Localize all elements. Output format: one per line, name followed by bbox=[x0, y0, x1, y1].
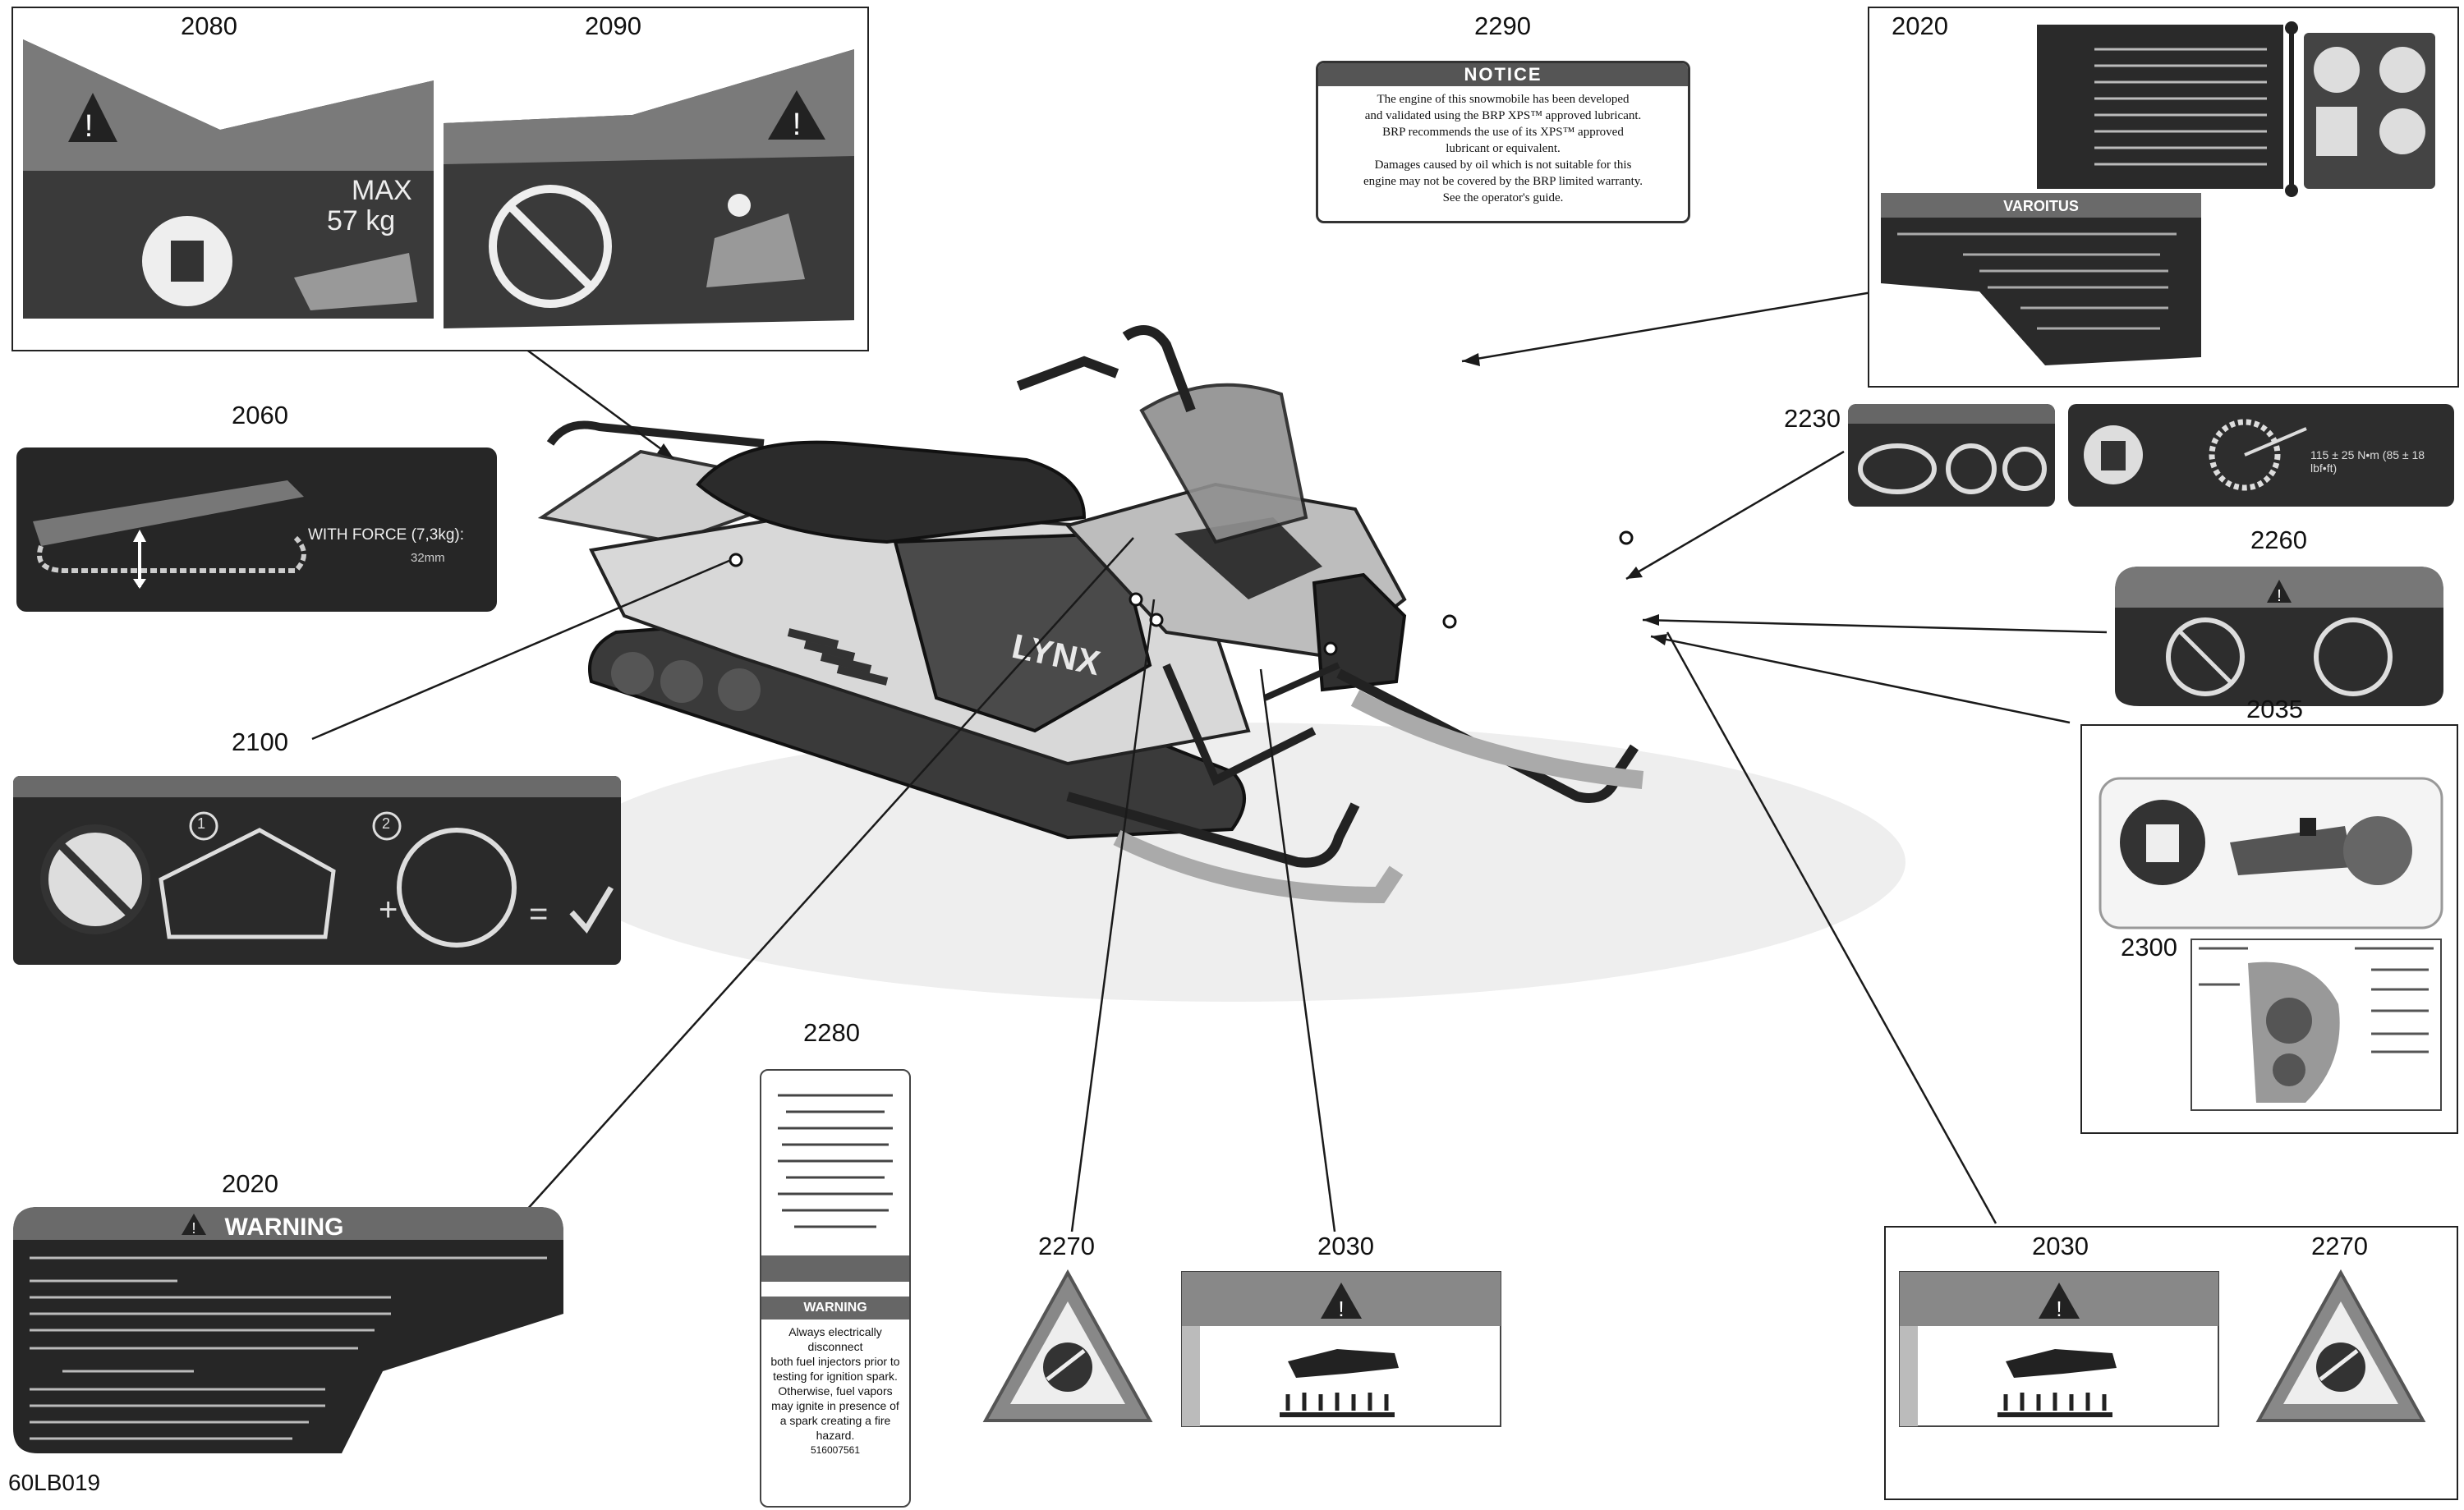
svg-text:!: ! bbox=[2056, 1297, 2062, 1321]
label-2270-right bbox=[2255, 1269, 2426, 1422]
force-value: 32mm bbox=[411, 551, 445, 565]
varoitus-title: VAROITUS bbox=[2003, 198, 2079, 214]
step-1: 1 bbox=[197, 815, 206, 832]
leader-2270-left bbox=[1070, 599, 1156, 1232]
force-text: WITH FORCE (7,3kg): bbox=[308, 526, 465, 544]
label-2060: WITH FORCE (7,3kg): 32mm bbox=[16, 447, 497, 612]
callout-2270-right: 2270 bbox=[2311, 1232, 2368, 1260]
no-flame-graphic: + = bbox=[40, 811, 614, 948]
leader-2260 bbox=[1642, 618, 2108, 634]
leader-2100 bbox=[311, 558, 732, 741]
warning-2280-line: a spark creating a fire bbox=[779, 1414, 891, 1427]
warning-2280-line: may ignite in presence of bbox=[771, 1399, 899, 1412]
callout-2020-top: 2020 bbox=[1892, 11, 1948, 40]
part-number-2280: 516007561 bbox=[810, 1444, 861, 1456]
max-load-label: MAX bbox=[352, 175, 412, 206]
torque-2230: 115 ± 25 N•m (85 ± 18 lbf•ft) bbox=[2310, 448, 2425, 475]
warning-2280-title: WARNING bbox=[761, 1297, 909, 1320]
svg-text:!: ! bbox=[1338, 1297, 1344, 1321]
svg-text:!: ! bbox=[2277, 587, 2282, 605]
callout-2035: 2035 bbox=[2246, 695, 2303, 723]
warning-title: WARNING bbox=[225, 1214, 344, 1241]
callout-2020-bottom: 2020 bbox=[222, 1169, 278, 1198]
notice-line: See the operator's guide. bbox=[1442, 191, 1564, 204]
track-tension-graphic bbox=[33, 480, 306, 589]
svg-text:+: + bbox=[379, 892, 398, 928]
label-2030-right: ! bbox=[1899, 1271, 2219, 1427]
callout-2100: 2100 bbox=[232, 727, 288, 756]
notice-line: The engine of this snowmobile has been d… bbox=[1377, 93, 1630, 106]
callout-2060: 2060 bbox=[232, 401, 288, 429]
leader-2080-2090 bbox=[525, 347, 674, 460]
warning-2280-line: both fuel injectors prior to bbox=[770, 1355, 900, 1368]
leader-2035 bbox=[1650, 635, 2071, 724]
label-2230-left bbox=[1848, 404, 2055, 507]
leader-2020-bottom bbox=[525, 537, 1134, 1212]
warning-2280-line: testing for ignition spark. bbox=[773, 1370, 898, 1383]
leader-2030-right bbox=[1666, 631, 1997, 1224]
callout-2090: 2090 bbox=[585, 11, 641, 40]
notice-line: and validated using the BRP XPS™ approve… bbox=[1364, 109, 1642, 122]
notice-title: NOTICE bbox=[1318, 63, 1688, 86]
svg-text:!: ! bbox=[85, 109, 94, 144]
warning-2280-line: Always electrically bbox=[788, 1325, 882, 1338]
label-2020-top-upper bbox=[2037, 21, 2435, 197]
callout-2300: 2300 bbox=[2121, 933, 2177, 962]
label-2260: ! bbox=[2115, 567, 2443, 706]
notice-line: engine may not be covered by the BRP lim… bbox=[1363, 175, 1643, 188]
label-2100: + = 1 2 bbox=[13, 776, 621, 965]
callout-2030-right: 2030 bbox=[2032, 1232, 2089, 1260]
label-2030-left: ! bbox=[1181, 1271, 1501, 1427]
notice-line: lubricant or equivalent. bbox=[1446, 142, 1561, 155]
leader-2030-left bbox=[1259, 668, 1336, 1232]
label-2080: ! MAX 57 kg bbox=[23, 39, 434, 319]
label-2020-top-lower: VAROITUS bbox=[1881, 193, 2201, 365]
callout-2270-left: 2270 bbox=[1038, 1232, 1095, 1260]
label-2090: ! bbox=[444, 49, 854, 328]
warning-2280-line: Otherwise, fuel vapors bbox=[778, 1384, 893, 1398]
label-2280-upside-down-french bbox=[761, 1094, 909, 1282]
callout-2290: 2290 bbox=[1474, 11, 1531, 40]
label-2290-notice: NOTICE The engine of this snowmobile has… bbox=[1316, 61, 1690, 223]
svg-text:=: = bbox=[529, 896, 548, 932]
svg-text:!: ! bbox=[793, 108, 802, 142]
snowmobile-illustration: LYNX bbox=[537, 325, 1905, 1002]
warning-2280-line: hazard. bbox=[816, 1429, 855, 1442]
max-load-value: 57 kg bbox=[327, 205, 395, 236]
label-2300 bbox=[2190, 939, 2442, 1111]
label-2280: WARNING Always electrically disconnect b… bbox=[760, 1069, 911, 1508]
label-2270-left bbox=[982, 1269, 1153, 1422]
warning-2280-text: Always electrically disconnect both fuel… bbox=[761, 1320, 909, 1457]
leader-2230 bbox=[1625, 450, 1845, 581]
label-2020-bottom: ! WARNING bbox=[13, 1207, 563, 1453]
label-2035 bbox=[2099, 777, 2443, 929]
warning-2280-line: disconnect bbox=[807, 1340, 863, 1353]
diagram-id: 60LB019 bbox=[8, 1470, 101, 1495]
leader-2020-top bbox=[1461, 290, 1878, 363]
notice-line: Damages caused by oil which is not suita… bbox=[1374, 158, 1632, 172]
callout-2230: 2230 bbox=[1784, 404, 1841, 433]
step-2: 2 bbox=[382, 815, 391, 832]
svg-text:!: ! bbox=[191, 1220, 195, 1237]
notice-text: The engine of this snowmobile has been d… bbox=[1318, 86, 1688, 206]
callout-2080: 2080 bbox=[181, 11, 237, 40]
callout-2030-left: 2030 bbox=[1317, 1232, 1374, 1260]
callout-2260: 2260 bbox=[2250, 526, 2307, 554]
callout-2280: 2280 bbox=[803, 1018, 860, 1047]
notice-line: BRP recommends the use of its XPS™ appro… bbox=[1382, 126, 1624, 139]
label-2230-right: 115 ± 25 N•m (85 ± 18 lbf•ft) bbox=[2068, 404, 2454, 507]
